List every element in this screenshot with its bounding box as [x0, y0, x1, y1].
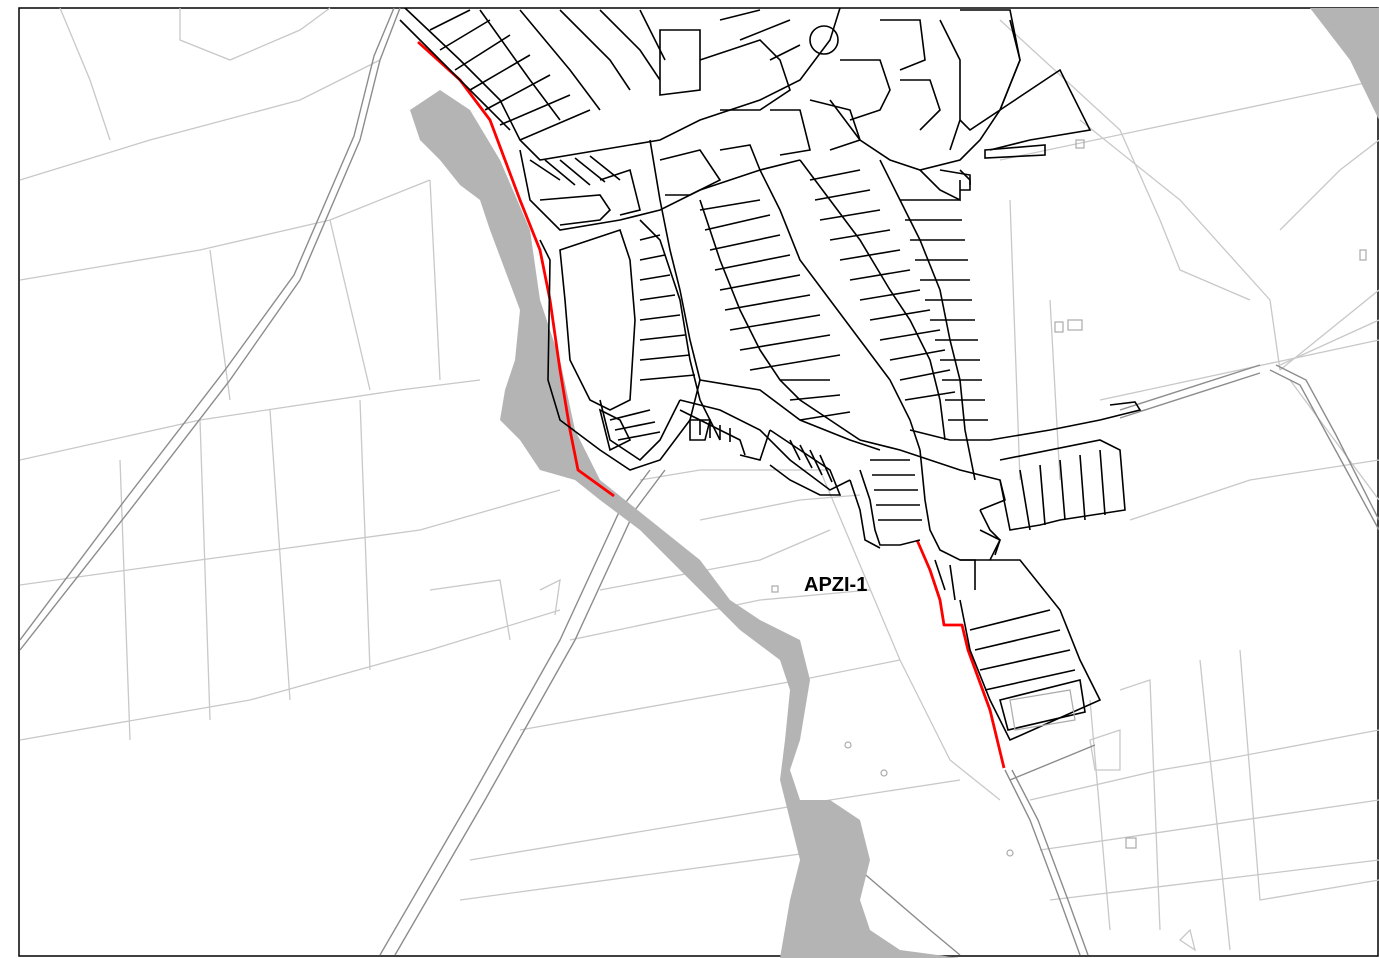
zone-label: APZI-1 — [804, 574, 868, 596]
rural-parcel-lines — [19, 7, 1379, 952]
urban-blocks — [399, 7, 1142, 742]
map-border — [18, 7, 1379, 957]
road-casings — [19, 7, 1379, 956]
river-area — [410, 8, 1379, 958]
small-structures — [771, 139, 1367, 857]
east-road — [1279, 319, 1379, 366]
limit-lines — [417, 40, 1006, 769]
